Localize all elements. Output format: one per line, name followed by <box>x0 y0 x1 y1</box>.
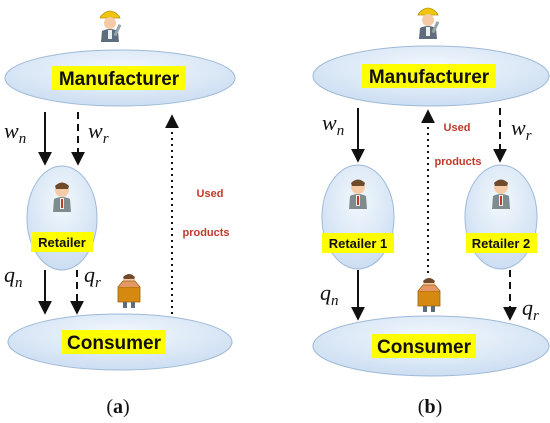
label-wr-b: wr <box>511 115 532 144</box>
label-wn-b: wn <box>322 110 344 139</box>
label-qr-b: qr <box>522 295 539 324</box>
retailer-label-a: Retailer <box>38 235 86 250</box>
manufacturer-highlight-a <box>52 66 186 90</box>
products-label-a: products <box>182 227 229 239</box>
products-label-b: products <box>434 156 481 168</box>
label-wr-a: wr <box>88 118 109 147</box>
retailer2-label-b: Retailer 2 <box>472 236 531 251</box>
manufacturer-label-a: Manufacturer <box>59 69 180 90</box>
worker-icon <box>417 7 440 40</box>
label-qn-a: qn <box>4 262 23 291</box>
used-label-a: Used <box>197 188 224 200</box>
retailer2-highlight-b <box>466 233 537 253</box>
consumer-highlight-a <box>62 330 166 354</box>
panel-a: Manufacturer wn wr Retailer qn qr Consum… <box>4 10 236 418</box>
manufacturer-label-b: Manufacturer <box>369 67 490 88</box>
panel-b: Manufacturer wn wr Used products Retaile… <box>312 7 550 418</box>
panel-label-a: (a) <box>106 396 129 418</box>
consumer-label-a: Consumer <box>67 333 162 354</box>
retailer-highlight-a <box>31 232 93 252</box>
retailer-node-a <box>26 165 98 271</box>
label-qr-a: qr <box>84 262 101 291</box>
worker-icon <box>99 10 122 43</box>
panel-label-b: (b) <box>418 396 442 418</box>
used-label-b: Used <box>444 122 471 134</box>
label-qn-b: qn <box>320 280 339 309</box>
box-person-icon <box>117 273 141 309</box>
consumer-highlight-b <box>372 334 476 358</box>
label-wn-a: wn <box>4 118 26 147</box>
manufacturer-highlight-b <box>362 64 496 88</box>
box-person-icon <box>417 277 441 313</box>
retailer1-highlight-b <box>322 233 394 253</box>
retailer1-label-b: Retailer 1 <box>329 236 388 251</box>
consumer-label-b: Consumer <box>377 337 472 358</box>
